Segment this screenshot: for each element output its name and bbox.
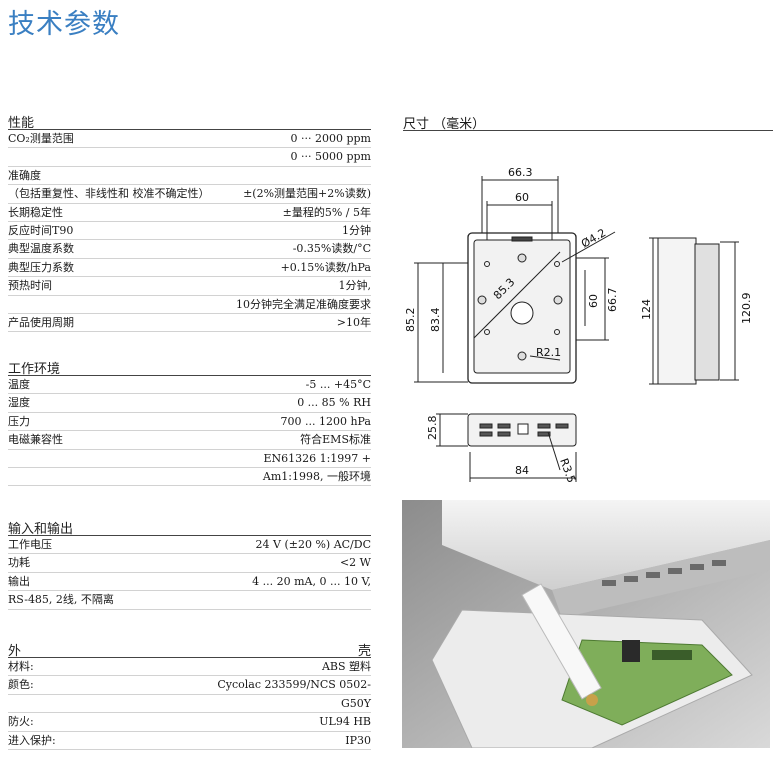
housing-value: Cycolac 233599/NCS 0502-: [217, 678, 371, 692]
dim-124: 124: [640, 299, 653, 320]
performance-label: 反应时间T90: [8, 223, 74, 237]
environment-row: 电磁兼容性 符合EMS标准: [8, 431, 371, 450]
performance-value: >10年: [336, 315, 371, 329]
performance-value: 1分钟,: [338, 279, 372, 293]
performance-value: -0.35%读数/°C: [292, 242, 371, 256]
performance-label: 准确度: [8, 168, 41, 182]
dim-60-top: 60: [515, 191, 529, 204]
performance-row: 典型温度系数 -0.35%读数/°C: [8, 240, 371, 259]
performance-row: （包括重复性、非线性和 校准不确定性） ±(2%测量范围+2%读数): [8, 185, 371, 204]
housing-label: 颜色:: [8, 678, 34, 692]
performance-value: 0 ··· 5000 ppm: [290, 150, 372, 164]
performance-label: （包括重复性、非线性和 校准不确定性）: [8, 187, 210, 201]
dim-120-9: 120.9: [740, 293, 753, 325]
performance-label: 预热时间: [8, 279, 52, 293]
performance-row: 反应时间T90 1分钟: [8, 222, 371, 241]
housing-label: 材料:: [8, 660, 34, 673]
io-label: 工作电压: [8, 538, 52, 551]
performance-label: 典型压力系数: [8, 260, 74, 274]
environment-row: EN61326 1:1997 +: [8, 450, 371, 468]
dim-66-3: 66.3: [508, 166, 533, 179]
environment-value: -5 ... +45°C: [305, 378, 371, 391]
io-row: 工作电压 24 V (±20 %) AC/DC: [8, 536, 371, 555]
environment-row: Am1:1998, 一般环境: [8, 468, 371, 487]
performance-row: 准确度: [8, 167, 371, 186]
environment-heading: 工作环境: [8, 358, 371, 377]
environment-value: 符合EMS标准: [300, 433, 371, 447]
io-label: 输出: [8, 574, 30, 588]
dim-25-8: 25.8: [426, 416, 439, 441]
performance-value: 1分钟: [342, 223, 371, 237]
environment-label: 电磁兼容性: [8, 433, 63, 447]
performance-value: 10分钟完全满足准确度要求: [236, 297, 371, 311]
performance-row: 10分钟完全满足准确度要求: [8, 296, 371, 314]
housing-value: IP30: [345, 733, 371, 747]
io-heading: 输入和输出: [8, 518, 371, 537]
housing-value: UL94 HB: [319, 715, 371, 729]
dimension-drawing: 66.3 60 Ø4.2 85.3 85.2 83.4 60 66.7 R2.1…: [404, 166, 753, 485]
io-value: 24 V (±20 %) AC/DC: [255, 538, 371, 551]
environment-value: 0 ... 85 % RH: [297, 396, 371, 410]
performance-value: ±(2%测量范围+2%读数): [243, 187, 371, 201]
performance-label: 典型温度系数: [8, 242, 74, 256]
io-row: 功耗 <2 W: [8, 554, 371, 573]
environment-value: Am1:1998, 一般环境: [262, 469, 371, 483]
environment-label: 温度: [8, 378, 30, 391]
dim-hole-diameter: Ø4.2: [579, 226, 608, 250]
dim-radius-3-5: R3.5: [557, 457, 578, 485]
dimensions-heading: 尺寸 （毫米）: [403, 113, 773, 132]
io-section: 输入和输出 工作电压 24 V (±20 %) AC/DC 功耗 <2 W 输出 4 ..…: [8, 518, 371, 610]
environment-section: 工作环境 温度 -5 ... +45°C 湿度 0 ... 85 % RH 压力 700 …: [8, 358, 371, 487]
performance-value: 0 ··· 2000 ppm: [290, 132, 372, 145]
housing-value: G50Y: [340, 696, 371, 710]
housing-row: 材料: ABS 塑料: [8, 658, 371, 677]
performance-heading: 性能: [8, 112, 371, 131]
io-value: <2 W: [339, 556, 371, 570]
environment-label: 压力: [8, 414, 30, 428]
io-label: 功耗: [8, 556, 30, 570]
dim-84: 84: [515, 464, 529, 477]
performance-row: 产品使用周期 >10年: [8, 314, 371, 333]
housing-row: 防火: UL94 HB: [8, 713, 371, 732]
page-title: 技术参数: [8, 9, 120, 40]
dim-83-4: 83.4: [429, 308, 442, 333]
performance-section: 性能 CO₂测量范围 0 ··· 2000 ppm 0 ··· 5000 ppm 准确…: [8, 112, 372, 333]
product-photo: [402, 500, 770, 748]
dim-66-7: 66.7: [606, 288, 619, 313]
performance-row: 预热时间 1分钟,: [8, 277, 372, 296]
performance-row: 长期稳定性 ±量程的5% / 5年: [8, 204, 371, 222]
performance-value: +0.15%读数/hPa: [280, 260, 371, 274]
performance-row: 0 ··· 5000 ppm: [8, 148, 372, 167]
environment-value: 700 ... 1200 hPa: [280, 414, 371, 428]
dim-85-2: 85.2: [404, 308, 417, 333]
housing-heading: 外壳: [8, 640, 371, 659]
performance-label: 长期稳定性: [8, 205, 63, 219]
io-row: 输出 4 ... 20 mA, 0 ... 10 V,: [8, 573, 371, 592]
dim-60-side: 60: [587, 294, 600, 308]
environment-value: EN61326 1:1997 +: [263, 451, 371, 465]
housing-row: G50Y: [8, 695, 371, 714]
housing-label: 进入保护:: [8, 733, 56, 747]
housing-section: 外壳 材料: ABS 塑料颜色: Cycolac 233599/NCS 0502- G…: [8, 640, 371, 750]
environment-row: 温度 -5 ... +45°C: [8, 376, 371, 395]
environment-row: 压力 700 ... 1200 hPa: [8, 413, 371, 432]
io-row: RS-485, 2线, 不隔离: [8, 591, 371, 610]
io-value: 4 ... 20 mA, 0 ... 10 V,: [252, 574, 371, 588]
housing-row: 进入保护: IP30: [8, 732, 371, 750]
performance-row: CO₂测量范围 0 ··· 2000 ppm: [8, 130, 372, 149]
performance-label: CO₂测量范围: [8, 132, 74, 145]
dim-radius-2-1: R2.1: [536, 346, 561, 359]
housing-value: ABS 塑料: [321, 660, 371, 673]
environment-label: 湿度: [8, 396, 30, 410]
housing-label: 防火:: [8, 715, 34, 729]
performance-row: 典型压力系数 +0.15%读数/hPa: [8, 259, 371, 278]
environment-row: 湿度 0 ... 85 % RH: [8, 394, 371, 413]
performance-value: ±量程的5% / 5年: [282, 205, 371, 219]
io-label: RS-485, 2线, 不隔离: [8, 593, 114, 607]
housing-row: 颜色: Cycolac 233599/NCS 0502-: [8, 676, 371, 695]
performance-label: 产品使用周期: [8, 315, 74, 329]
